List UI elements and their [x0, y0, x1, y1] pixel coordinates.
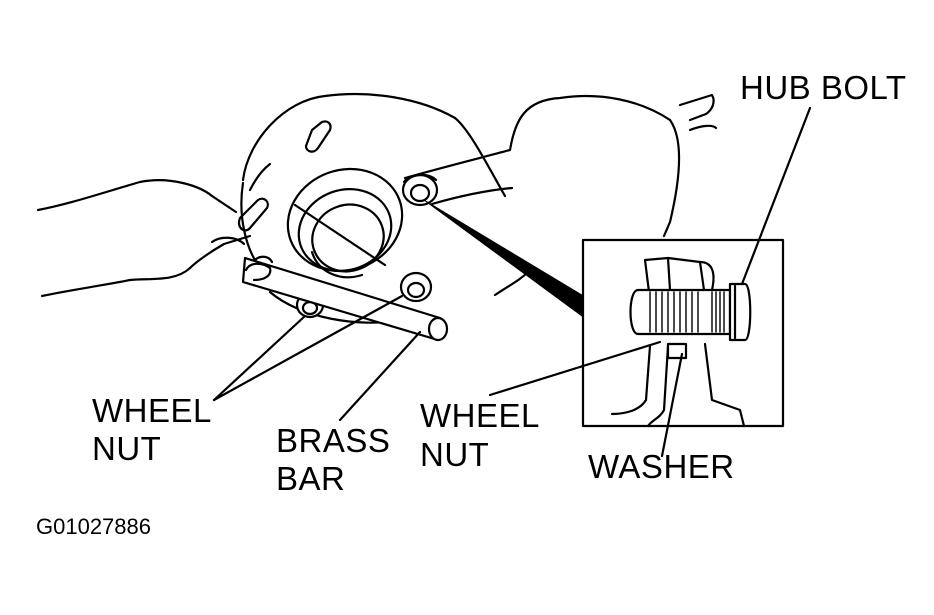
leader-washer: [660, 352, 684, 458]
label-wheel-nut-inset-line1: WHEEL: [420, 397, 540, 434]
hub-stud-holes: [237, 120, 332, 264]
wheel-nut-lower-right: [399, 271, 433, 303]
figure-code: G01027886: [36, 514, 151, 539]
wheel-nut-top: [401, 173, 439, 207]
left-hand: [36, 179, 272, 298]
label-hub-bolt: HUB BOLT: [740, 69, 907, 106]
label-brass-bar-line2: BAR: [276, 460, 346, 497]
leader-wheel-nut-2: [212, 294, 404, 402]
label-wheel-nut-left-line2: NUT: [92, 430, 162, 467]
hub-center-bore: [286, 167, 404, 279]
leader-brass-bar: [338, 330, 422, 422]
detail-inset: [581, 238, 785, 428]
label-brass-bar-line1: BRASS: [276, 422, 391, 459]
label-wheel-nut-inset-line2: NUT: [420, 436, 490, 473]
label-washer: WASHER: [588, 448, 735, 485]
inset-pointer-wedge: [423, 199, 591, 317]
hub-disc: [240, 92, 507, 324]
brass-bar: [241, 256, 449, 342]
leader-wheel-nut-1: [212, 314, 307, 402]
leader-wheel-nut-inset: [488, 340, 662, 397]
label-wheel-nut-left-line1: WHEEL: [92, 392, 212, 429]
leader-lines: [212, 106, 812, 458]
leader-hub-bolt: [740, 106, 812, 286]
right-hand-wrench: [403, 93, 718, 297]
